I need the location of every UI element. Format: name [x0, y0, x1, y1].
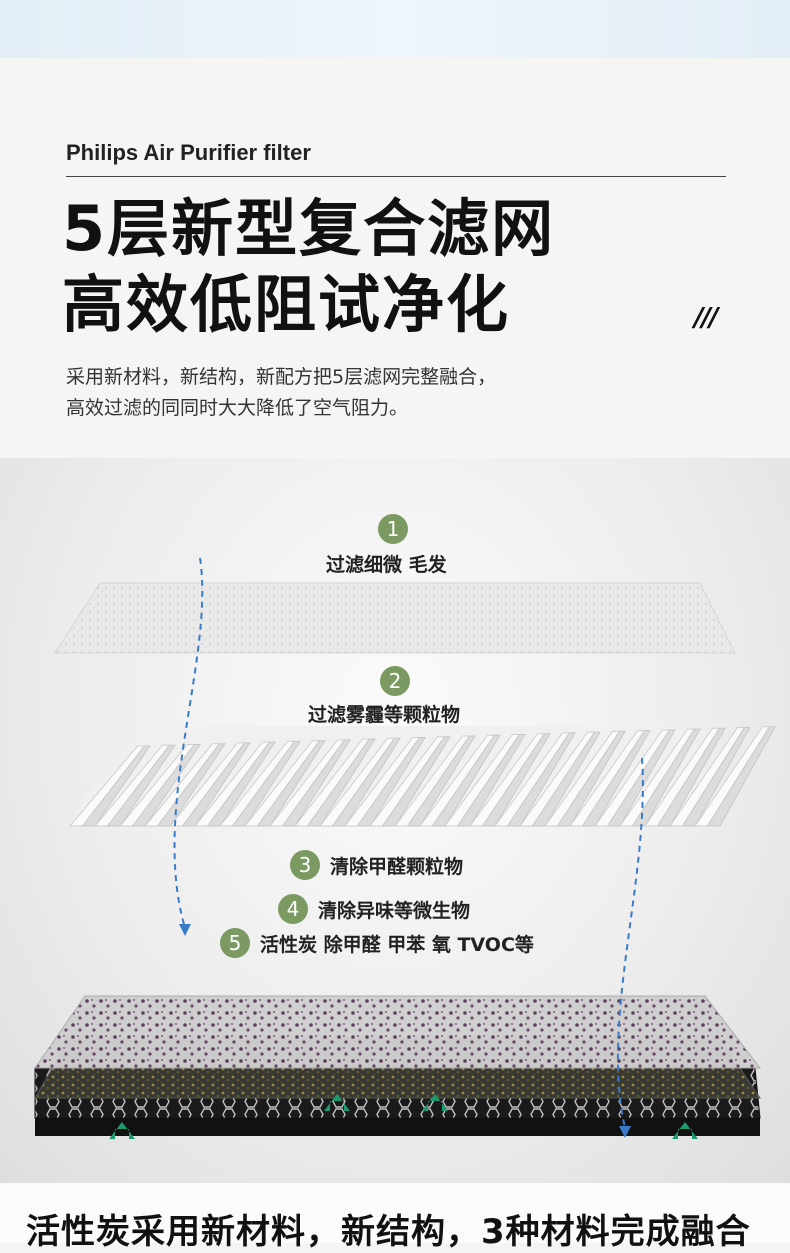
pleat-shadow: [331, 737, 401, 827]
up-arrow-icon: [109, 1122, 135, 1139]
purple-particle-layer: [34, 995, 762, 1069]
headline-line-1: 5层新型复合滤网: [62, 192, 556, 265]
honeycomb-frame: [35, 1118, 760, 1136]
arrow-head-right-icon: [619, 1126, 631, 1138]
description-line-1: 采用新材料，新结构，新配方把5层滤网完整融合，: [66, 366, 497, 388]
pleat-shadow: [506, 732, 576, 827]
layer-5-row: 5 活性炭 除甲醛 甲苯 氧 TVOC等: [220, 928, 534, 958]
brand-divider: [66, 176, 726, 177]
top-band: [0, 0, 790, 58]
layer-1-label: 过滤细微 毛发: [326, 554, 447, 576]
green-up-arrows: [109, 1094, 698, 1139]
layer-4-row: 4 清除异味等微生物: [278, 894, 470, 924]
pleat-shadow: [706, 726, 776, 827]
bottom-band: [0, 1183, 790, 1243]
brand-title: Philips Air Purifier filter: [66, 140, 311, 165]
bottom-caption: 活性炭采用新材料，新结构，3种材料完成融合: [26, 1212, 751, 1252]
pleat-shadow: [556, 730, 626, 827]
layer-1-badge-row: 1: [378, 514, 408, 544]
filter-layers-illustration: 1 过滤细微 毛发 2 过滤雾霾等颗粒物 3 清除甲醛颗粒物 4 清除异味等微生…: [0, 458, 790, 1183]
layer-3-label: 清除甲醛颗粒物: [330, 855, 464, 878]
arrow-head-left-icon: [179, 924, 191, 936]
filter-layers-graphic: [34, 557, 776, 1139]
pleat-shadow: [231, 740, 301, 827]
pleat-shadow: [106, 744, 176, 827]
pleat-shadow: [406, 735, 476, 827]
layer-3-badge: 3: [290, 850, 320, 880]
pleat-shadow: [81, 745, 151, 827]
layer-1-badge: 1: [378, 514, 408, 544]
layer-5-badge: 5: [220, 928, 250, 958]
layer-2-label: 过滤雾霾等颗粒物: [308, 704, 461, 726]
filter-sheet-layer-1: [54, 582, 736, 654]
up-arrow-icon: [422, 1094, 448, 1111]
pleat-shadow: [356, 737, 426, 827]
headline-line-2: 高效低阻试净化: [62, 268, 511, 341]
pleat-shadow: [306, 738, 376, 827]
pleat-shadow: [481, 733, 551, 827]
pleat-shadow: [606, 729, 676, 827]
pleat-shadow: [156, 743, 226, 827]
pleat-shadow: [381, 736, 451, 827]
pleat-shadow: [181, 742, 251, 827]
pleat-shadow: [531, 731, 601, 827]
up-arrow-icon: [324, 1094, 350, 1111]
pleat-shadow: [581, 730, 651, 827]
pleat-shadow: [131, 743, 201, 827]
slash-mark: ///: [694, 303, 718, 333]
pleat-shadow: [281, 739, 351, 827]
pleat-shadow: [256, 740, 326, 827]
header-section: [0, 58, 790, 458]
airflow-arrow-right: [616, 757, 644, 1129]
pleat-shadow: [681, 727, 751, 827]
pleat-shadow: [656, 727, 726, 827]
layer-3-row: 3 清除甲醛颗粒物: [290, 850, 463, 880]
description-line-2: 高效过滤的同同时大大降低了空气阻力。: [66, 397, 409, 419]
layer-2-badge: 2: [380, 666, 410, 696]
layer-4-badge: 4: [278, 894, 308, 924]
pleated-filter-layer-2: [68, 726, 776, 827]
pleat-shadow: [431, 734, 501, 827]
up-arrow-icon: [672, 1122, 698, 1139]
layer-2-badge-row: 2: [380, 666, 410, 696]
layer-4-label: 清除异味等微生物: [318, 899, 471, 922]
airflow-arrow-left: [173, 557, 204, 929]
pleat-shadow: [206, 741, 276, 827]
pleat-shadow: [456, 733, 526, 827]
layer-5-label: 活性炭 除甲醛 甲苯 氧 TVOC等: [260, 933, 534, 956]
